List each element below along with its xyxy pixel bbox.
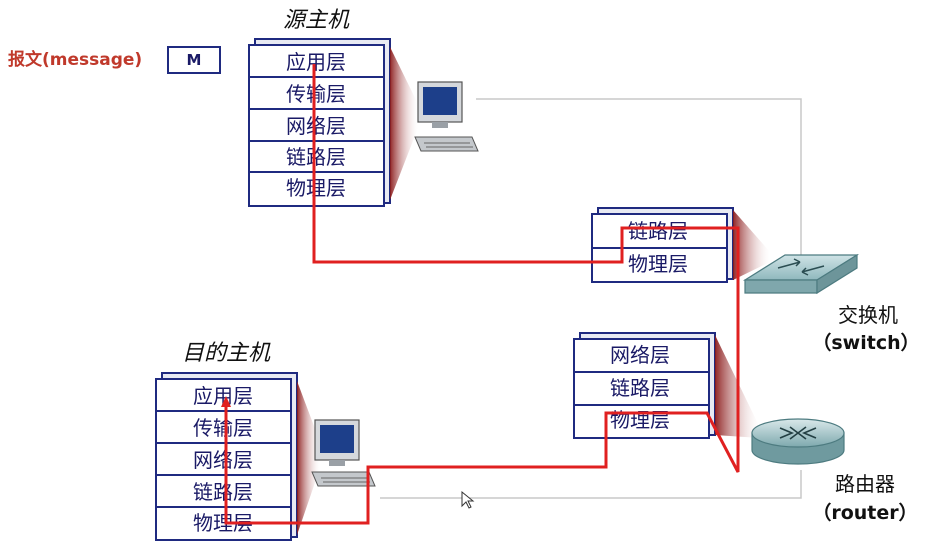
data-path xyxy=(224,64,740,525)
router-stack: 网络层 链路层 物理层 xyxy=(573,332,716,439)
switch-layer-physical: 物理层 xyxy=(628,252,688,276)
dest-layer-transport: 传输层 xyxy=(193,416,253,440)
switch-icon xyxy=(742,253,860,295)
dest-computer-icon xyxy=(311,419,376,487)
router-layer-network: 网络层 xyxy=(610,343,670,367)
link-source-switch xyxy=(476,98,802,283)
source-layer-app: 应用层 xyxy=(286,50,346,74)
source-host-cone xyxy=(390,47,418,200)
switch-stack: 链路层 物理层 xyxy=(591,207,734,283)
dest-host-title: 目的主机 xyxy=(182,341,271,366)
data-path-arrow xyxy=(221,396,231,407)
source-host-title: 源主机 xyxy=(283,8,350,33)
switch-label: 交换机 xyxy=(838,303,898,327)
dest-layer-network: 网络层 xyxy=(193,448,253,472)
message-box-text: M xyxy=(187,51,202,69)
source-layer-network: 网络层 xyxy=(286,114,346,138)
mouse-cursor-icon xyxy=(461,490,475,509)
switch-layer-link: 链路层 xyxy=(628,219,688,243)
message-label: 报文(message) xyxy=(8,49,142,70)
physical-links xyxy=(380,98,802,499)
source-layer-transport: 传输层 xyxy=(286,82,346,106)
message-box: M xyxy=(167,46,221,74)
router-label: 路由器 xyxy=(835,472,895,496)
dest-host-stack: 应用层 传输层 网络层 链路层 物理层 xyxy=(155,372,298,541)
source-computer-icon xyxy=(414,81,479,152)
source-layer-link: 链路层 xyxy=(286,145,346,169)
switch-sublabel: （switch） xyxy=(812,331,919,354)
link-router-dest xyxy=(380,470,802,499)
switch-cone xyxy=(733,210,770,280)
dest-host-cone xyxy=(297,381,320,535)
source-layer-physical: 物理层 xyxy=(286,176,346,200)
router-layer-link: 链路层 xyxy=(610,376,670,400)
router-sublabel: （router） xyxy=(812,501,917,524)
source-host-stack: 应用层 传输层 网络层 链路层 物理层 xyxy=(248,38,391,207)
router-icon xyxy=(751,418,845,465)
dest-layer-link: 链路层 xyxy=(193,480,253,504)
